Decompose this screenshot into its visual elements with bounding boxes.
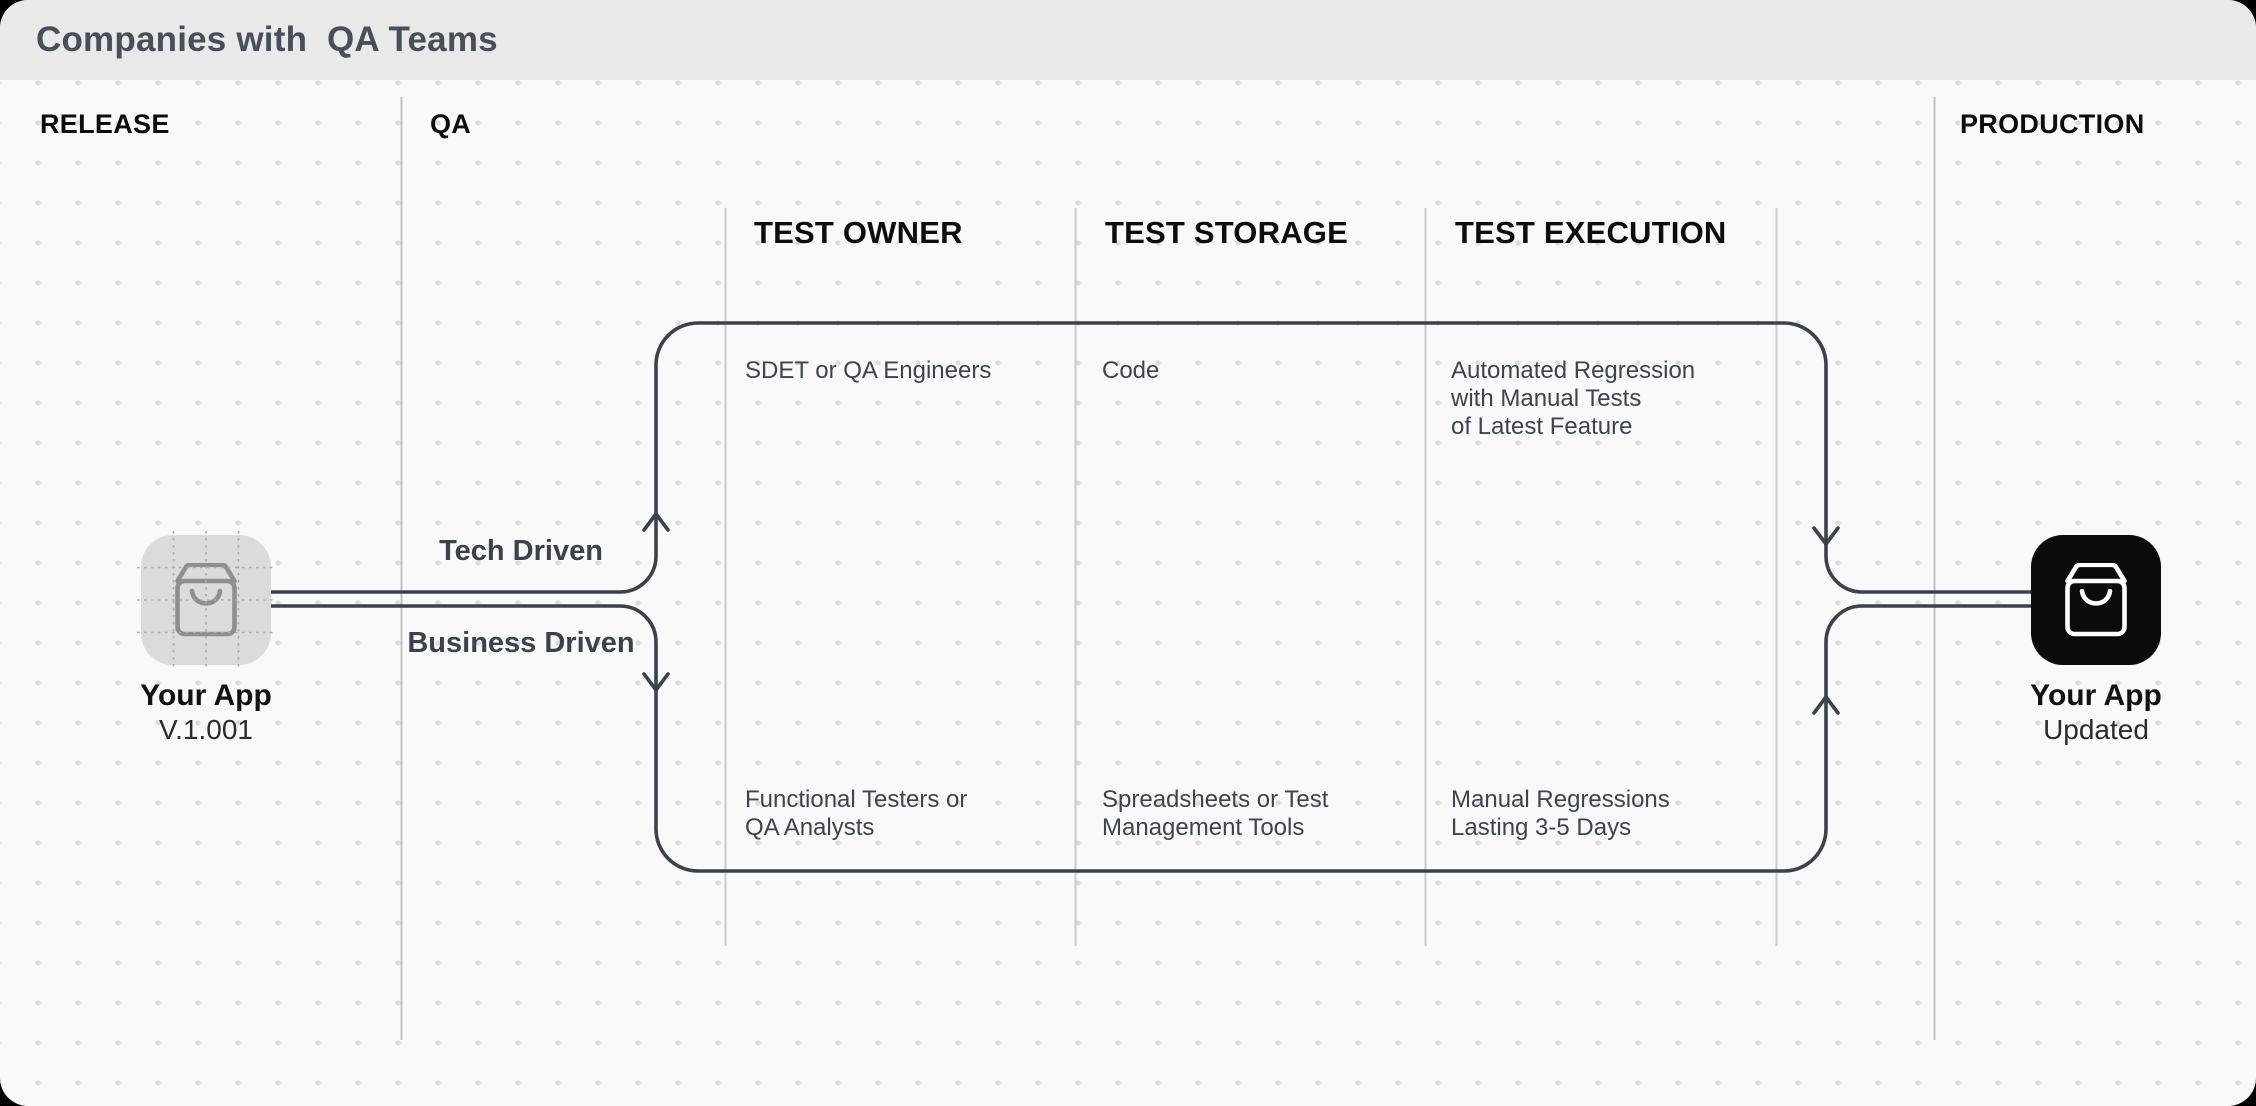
production-app-status: Updated xyxy=(2043,714,2149,745)
page-title: Companies with QA Teams xyxy=(36,20,498,59)
shopping-bag-icon xyxy=(2065,563,2127,637)
lane-label-production: PRODUCTION xyxy=(1960,109,2145,139)
lane-label-release: RELEASE xyxy=(40,109,170,139)
column-header-test-execution: TEST EXECUTION xyxy=(1455,215,1727,250)
lane-label-qa: QA xyxy=(430,109,472,139)
column-header-test-storage: TEST STORAGE xyxy=(1105,215,1348,250)
cell-business-test-execution: Manual Regressions Lasting 3-5 Days xyxy=(1451,786,1670,841)
release-app-icon xyxy=(137,531,275,669)
arrow-up-icon xyxy=(642,512,670,532)
title-bar: Companies with QA Teams xyxy=(0,0,2256,80)
business-driven-flow-path xyxy=(271,604,2031,873)
cell-business-test-owner: Functional Testers or QA Analysts xyxy=(745,786,968,841)
tech-driven-label: Tech Driven xyxy=(439,535,603,567)
arrow-up-icon xyxy=(1812,695,1840,715)
cell-business-test-storage: Spreadsheets or Test Management Tools xyxy=(1102,786,1329,841)
column-header-test-owner: TEST OWNER xyxy=(754,215,963,250)
release-app-version: V.1.001 xyxy=(159,714,253,745)
production-app-icon xyxy=(2031,535,2161,665)
release-app-name: Your App xyxy=(140,679,272,712)
production-app-name: Your App xyxy=(2030,679,2162,712)
cell-tech-test-owner: SDET or QA Engineers xyxy=(745,357,992,384)
business-driven-label: Business Driven xyxy=(407,627,635,659)
icon-grid-guides xyxy=(137,531,275,669)
cell-tech-test-storage: Code xyxy=(1102,357,1160,384)
arrow-down-icon xyxy=(642,672,670,692)
tech-driven-flow-path xyxy=(271,321,2031,594)
arrow-down-icon xyxy=(1812,526,1840,546)
cell-tech-test-execution: Automated Regression with Manual Tests o… xyxy=(1451,357,1696,440)
